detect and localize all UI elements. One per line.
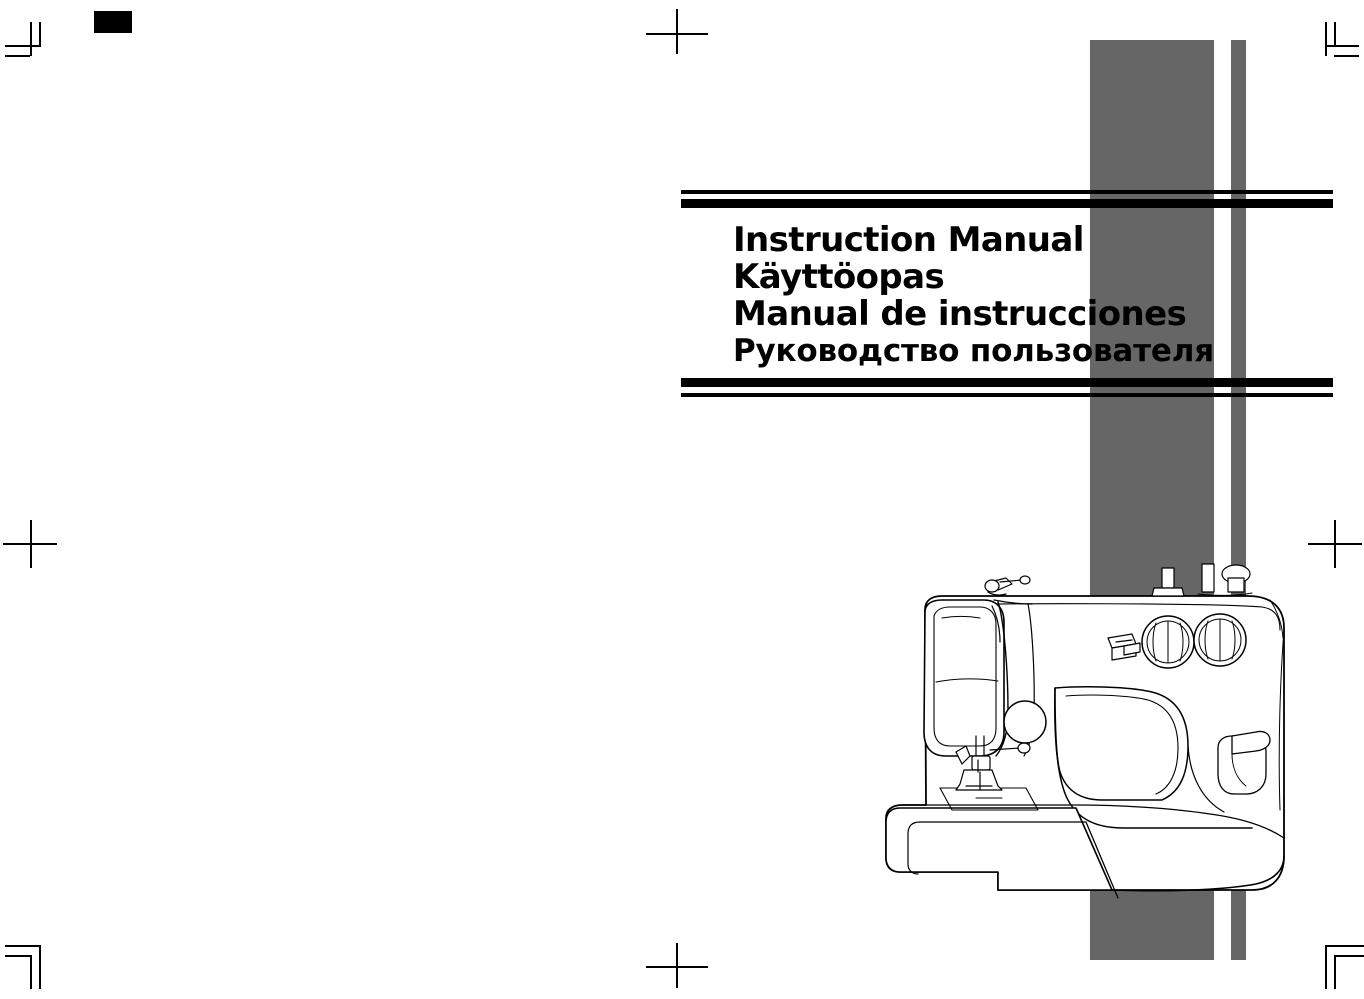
title-rule-top-thin: [681, 190, 1333, 194]
crop-mark-bottom-left-v1: [30, 955, 32, 989]
right-side-seam: [1269, 599, 1284, 639]
registration-cross-top-center-h: [646, 33, 708, 35]
spool-pins-group: [984, 563, 1253, 597]
crop-mark-bottom-right-h1: [1325, 945, 1364, 947]
title-line-english: Instruction Manual: [733, 220, 1084, 260]
stitch-dials: [1141, 613, 1247, 669]
spool-pin-left-cap: [984, 579, 1000, 593]
thread-cutter-pocket: [1217, 730, 1271, 795]
spool-pin-left-tip: [1019, 575, 1031, 585]
registration-cross-bottom-center-v: [676, 943, 678, 988]
reverse-lever: [1107, 633, 1141, 661]
needle-clamp: [971, 755, 991, 771]
presser-foot-assembly: [955, 735, 1031, 791]
top-cover-seam: [941, 603, 1281, 631]
face-plate: [923, 599, 1005, 757]
extension-table-side-seam: [907, 821, 921, 875]
thread-take-up-slot: [993, 599, 1033, 605]
thread-guide-arm: [989, 747, 1021, 751]
registration-block-icon: [94, 11, 132, 33]
bed-front-lower-edge: [1111, 855, 1285, 892]
crop-mark-top-right-h1: [1325, 45, 1359, 47]
title-lines: Instruction Manual Käyttöopas Manual de …: [681, 208, 1333, 378]
crop-mark-top-left-h1: [5, 45, 39, 47]
arm-front-curve: [1054, 687, 1253, 829]
face-plate-gloss-2: [935, 678, 999, 683]
arm-underside-shadow: [1278, 629, 1285, 811]
stitch-length-dial-ribs: [1204, 618, 1236, 662]
free-arm-opening-inner: [1065, 694, 1179, 795]
sewing-machine-illustration: [880, 560, 1300, 930]
bobbin-winder-spindle: [1161, 567, 1175, 589]
thread-path-curve: [991, 605, 1001, 643]
crop-mark-bottom-left-h2: [5, 955, 30, 957]
title-rule-top-thick: [681, 199, 1333, 208]
title-rule-bottom-thick: [681, 378, 1333, 387]
registration-cross-bottom-center-h: [646, 966, 708, 968]
title-block: Instruction Manual Käyttöopas Manual de …: [681, 190, 1333, 397]
crop-mark-top-right-h2: [1334, 55, 1359, 57]
presser-foot: [955, 769, 1003, 791]
face-plate-gloss-1: [941, 616, 981, 619]
crop-mark-bottom-left-v2: [39, 945, 41, 989]
crop-mark-top-right-v2: [1334, 22, 1336, 47]
extension-table: [885, 807, 1113, 891]
stitch-selector-dial-ribs: [1152, 620, 1184, 664]
title-line-spanish: Manual de instrucciones: [733, 294, 1187, 334]
needle-bar-housing: [995, 601, 1009, 757]
extension-table-front-edge: [919, 821, 1119, 899]
registration-cross-right-center-h: [1308, 543, 1362, 545]
spool-cap-stem: [1227, 577, 1245, 593]
presser-bar: [955, 745, 971, 765]
spool-pin-left-base: [987, 591, 1007, 596]
crop-mark-top-left-h2: [5, 55, 30, 57]
arm-front-curve-2: [1187, 745, 1225, 813]
crop-mark-bottom-right-v1: [1325, 945, 1327, 989]
crop-mark-top-left-v2: [39, 22, 41, 47]
face-plate-inner-seam: [933, 606, 997, 747]
title-line-russian: Руководство пользователя: [733, 333, 1214, 369]
registration-cross-top-center-v: [676, 9, 678, 54]
bed-top-surface: [901, 804, 1285, 839]
registration-cross-left-center-h: [3, 543, 57, 545]
crop-mark-bottom-right-h2: [1334, 955, 1364, 957]
crop-mark-top-left-v1: [30, 22, 32, 56]
crop-mark-bottom-left-h1: [5, 945, 39, 947]
crop-mark-bottom-right-v2: [1334, 955, 1336, 989]
spool-pin-right: [1201, 563, 1215, 593]
title-rule-bottom-thin: [681, 393, 1333, 397]
title-line-finnish: Käyttöopas: [733, 257, 945, 297]
handwheel-hub-icon: [1003, 700, 1047, 744]
bobbin-winder-base: [1151, 587, 1185, 597]
thread-guide-knob: [1017, 742, 1031, 754]
spool-pin-left-rod: [999, 579, 1023, 583]
free-arm-opening: [1054, 686, 1189, 801]
spool-pin-shelf: [1197, 592, 1253, 596]
crop-mark-top-right-v1: [1325, 22, 1327, 56]
